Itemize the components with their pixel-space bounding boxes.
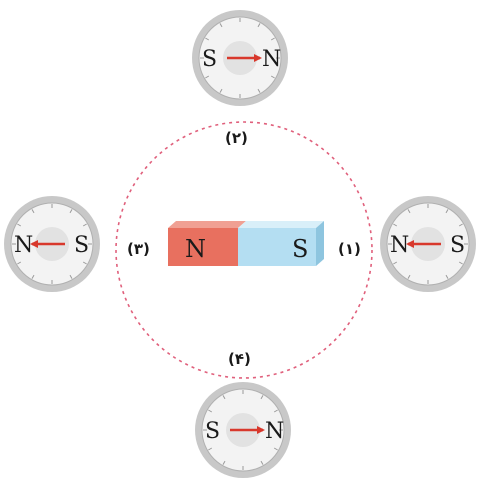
compass-tick <box>260 460 264 465</box>
compass-right-letter: N <box>265 419 284 444</box>
compass-left-letter: N <box>14 233 33 258</box>
compass-3-label: (۳) <box>127 240 150 258</box>
compass-tick <box>208 447 213 451</box>
magnet-south-top <box>238 221 324 228</box>
compass-tick <box>393 223 398 227</box>
compass-ticks <box>388 204 468 284</box>
compass-tick <box>69 274 73 279</box>
magnet-north-pole <box>168 228 238 266</box>
compass-tick <box>222 460 226 465</box>
compass-right-letter: N <box>262 47 281 72</box>
compass-ticks <box>203 390 283 470</box>
compass-tick <box>17 223 22 227</box>
compass-tick <box>219 23 223 28</box>
compass-2: S N <box>192 10 288 106</box>
magnet-south-side <box>316 221 324 266</box>
magnet-north-top <box>168 221 246 228</box>
compass-tick <box>17 261 22 265</box>
compass-tick <box>205 75 210 79</box>
compass-tick <box>458 223 463 227</box>
field-boundary-circle <box>115 121 373 379</box>
compass-ticks <box>12 204 92 284</box>
compass-4: S N <box>195 382 291 478</box>
compass-tick <box>445 274 449 279</box>
compass-tick <box>69 209 73 214</box>
compass-tick <box>407 274 411 279</box>
compass-tick <box>219 88 223 93</box>
compass-tick <box>458 261 463 265</box>
compass-tick <box>407 209 411 214</box>
compass-tick <box>260 395 264 400</box>
magnet-south-pole <box>238 228 316 266</box>
compass-tick <box>208 409 213 413</box>
compass-tick <box>270 75 275 79</box>
compass-tick <box>82 261 87 265</box>
compass-tick <box>445 209 449 214</box>
compass-left-letter: S <box>202 47 217 72</box>
compass-tick <box>273 447 278 451</box>
compass-tick <box>270 37 275 41</box>
compass-right-letter: S <box>450 233 465 258</box>
compass-1: N S <box>380 196 476 292</box>
magnet-south-label: S <box>292 235 308 263</box>
compass-3: N S <box>4 196 100 292</box>
compass-tick <box>393 261 398 265</box>
compass-tick <box>82 223 87 227</box>
compass-left-letter: N <box>390 233 409 258</box>
compass-tick <box>31 274 35 279</box>
compass-tick <box>205 37 210 41</box>
magnet-north-label: N <box>185 235 206 263</box>
compass-tick <box>222 395 226 400</box>
compass-tick <box>257 23 261 28</box>
compass-4-label: (۴) <box>228 350 251 368</box>
compass-right-letter: S <box>74 233 89 258</box>
compass-2-label: (۲) <box>225 129 248 147</box>
compass-ticks <box>200 18 280 98</box>
compass-left-letter: S <box>205 419 220 444</box>
compass-1-label: (۱) <box>338 240 361 258</box>
compass-tick <box>273 409 278 413</box>
compass-tick <box>257 88 261 93</box>
compass-tick <box>31 209 35 214</box>
bar-magnet: N S <box>168 221 324 266</box>
